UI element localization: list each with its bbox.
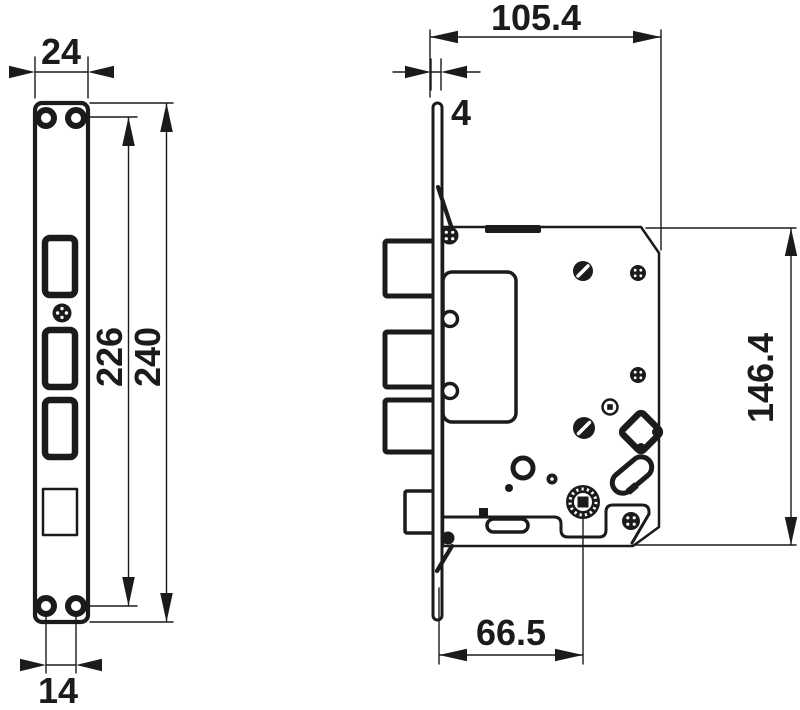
dim-case-depth: 105.4 <box>429 0 662 251</box>
dim-plate-width: 24 <box>9 31 114 99</box>
lock-body-side-view <box>382 101 664 665</box>
dim-hole-span: 226 <box>83 116 138 607</box>
faceplate-front-view <box>32 100 91 625</box>
guide-ring <box>510 455 536 481</box>
dim-backset: 66.5 <box>438 587 584 665</box>
torx-screw-top-left-icon <box>440 226 459 245</box>
arrowhead-up-icon <box>160 103 173 132</box>
dim-label-total-height: 240 <box>127 327 168 387</box>
deadbolt-2 <box>382 329 437 390</box>
dim-total-height: 240 <box>89 102 174 623</box>
arrowhead-right-icon <box>76 658 102 672</box>
dim-lines <box>45 611 77 674</box>
dim-lines <box>429 29 662 251</box>
deadbolt-cutout-1 <box>41 234 79 299</box>
arrowhead-down-icon <box>784 517 798 545</box>
deadbolt-cutout-3 <box>41 396 79 461</box>
dim-label-case-height: 146.4 <box>740 333 781 423</box>
arrowhead-right-icon <box>441 65 467 79</box>
block-pin-upper <box>440 309 460 329</box>
block-pin-lower <box>440 381 460 401</box>
dim-label-hole-span: 226 <box>89 327 130 387</box>
rivet-dot <box>505 484 513 492</box>
dim-hole-spacing: 14 <box>20 611 102 710</box>
arrowhead-left-icon <box>439 648 467 662</box>
dim-label-case-depth: 105.4 <box>491 0 581 38</box>
slotted-screw-upper-icon <box>573 261 593 281</box>
spindle-follower <box>566 485 600 519</box>
bottom-slot-pill <box>485 517 530 534</box>
arrowhead-right-icon <box>88 65 114 79</box>
arrowhead-left-icon <box>9 65 35 79</box>
corner-rivet <box>441 531 455 545</box>
dim-lines <box>34 56 89 99</box>
dim-label-plate-thickness: 4 <box>451 92 471 133</box>
deadbolt-1 <box>382 238 437 299</box>
motor-block <box>441 270 518 424</box>
screw-hole-top-right <box>65 107 87 129</box>
slotted-screw-lower-icon <box>573 417 595 439</box>
dim-lines <box>89 102 174 623</box>
lever-arm <box>609 454 655 496</box>
square-pin-ring-icon <box>601 398 619 416</box>
arrowhead-down-icon <box>122 577 135 606</box>
arrowhead-up-icon <box>784 228 798 256</box>
deadbolt-3 <box>382 397 437 455</box>
faceplate-side <box>431 101 444 622</box>
arrowhead-left-icon <box>20 658 46 672</box>
adjustment-screw-icon <box>52 303 72 323</box>
dim-lines <box>633 227 797 546</box>
torx-screw-mid-right-icon <box>630 367 646 383</box>
latchbolt <box>403 489 436 535</box>
dim-label-hole-spacing: 14 <box>38 670 78 710</box>
screw-hole-top-left <box>35 107 57 129</box>
gusset-bottom <box>434 543 455 574</box>
knurl-ring-icon <box>568 487 598 517</box>
dim-label-plate-width: 24 <box>41 31 81 72</box>
arrowhead-right-icon <box>555 648 583 662</box>
dim-lines <box>392 58 481 91</box>
arrowhead-up-icon <box>122 117 135 146</box>
square-spindle-hole <box>577 496 589 508</box>
arrowhead-left-icon <box>430 30 458 44</box>
arrowhead-down-icon <box>160 593 173 622</box>
inner-tab <box>479 508 488 517</box>
torx-screw-upper-right-icon <box>630 265 646 281</box>
latchbolt-cutout <box>41 487 79 537</box>
case-top-slot <box>485 225 541 233</box>
inner-bottom-outline <box>439 503 651 545</box>
dim-lines <box>83 116 138 607</box>
gusset-top <box>435 184 455 232</box>
arrowhead-right-icon <box>633 30 661 44</box>
small-pivot-icon <box>546 473 558 485</box>
torx-screw-bottom-right-icon <box>622 512 640 530</box>
dim-case-height: 146.4 <box>633 227 798 546</box>
deadbolt-cutout-2 <box>41 326 79 391</box>
dim-label-backset: 66.5 <box>476 612 546 653</box>
arrowhead-left-icon <box>405 65 431 79</box>
cylinder-cam-diamond <box>618 409 664 455</box>
dim-plate-thickness: 4 <box>392 58 481 133</box>
